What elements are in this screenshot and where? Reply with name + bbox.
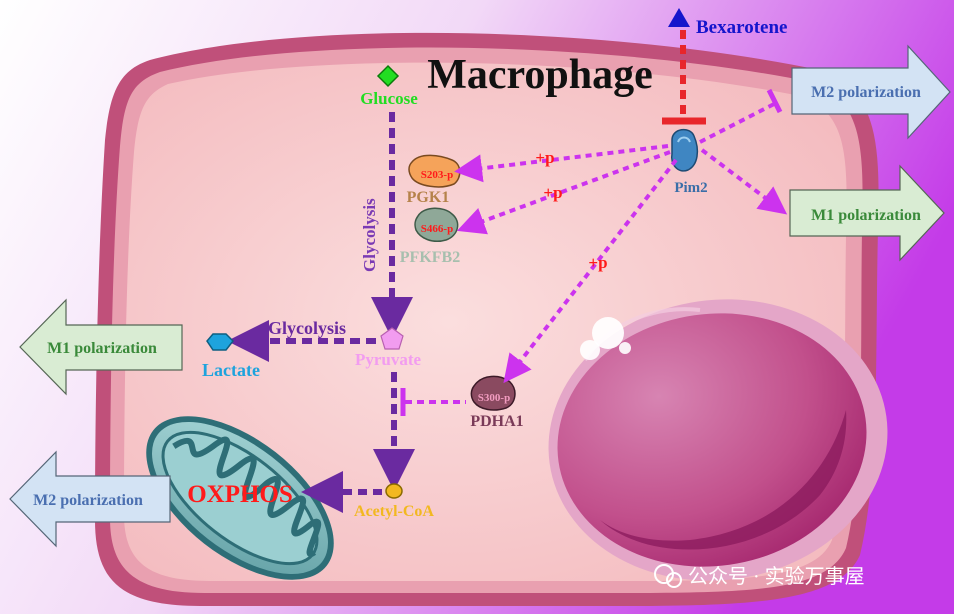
phospho-mark-pfkfb2: +p: [543, 183, 562, 202]
pim2-to-pgk1-arrow: [454, 144, 669, 183]
pim2-to-pfkfb2-arrow: [456, 150, 671, 235]
m1-label-right: M1 polarization: [811, 207, 921, 224]
m2-label-top-right: M2 polarization: [811, 84, 921, 101]
pdha1-node: S300-p PDHA1: [470, 375, 524, 430]
bexarotene-triangle-icon: [668, 8, 690, 27]
pfkfb2-node: S466-p PFKFB2: [400, 207, 460, 266]
m1-polarization-arrow-left: M1 polarization: [19, 298, 183, 396]
oxphos-label: OXPHOS: [187, 481, 293, 508]
m2-label-left: M2 polarization: [33, 492, 143, 509]
glycolysis-vertical-label: Glycolysis: [360, 198, 379, 272]
pim2-to-m2-inhibition-line: [699, 101, 777, 144]
bexarotene-node: Bexarotene: [668, 8, 787, 38]
acetyl-coa-circle-icon: [385, 483, 403, 499]
nucleolus-bubbles: [580, 317, 631, 360]
pim2-node: Pim2: [670, 128, 708, 196]
pyruvate-node: Pyruvate: [355, 327, 422, 369]
diagram-title: Macrophage: [427, 52, 653, 98]
lactate-node: Lactate: [202, 333, 260, 380]
pyruvate-label: Pyruvate: [355, 350, 422, 369]
pim2-to-pdha1-arrow: [503, 158, 678, 384]
phospho-mark-pdha1: +p: [588, 253, 607, 272]
m1-polarization-arrow-right: M1 polarization: [789, 164, 945, 262]
lactate-label: Lactate: [202, 360, 260, 380]
acetyl-coa-node: Acetyl-CoA: [354, 483, 434, 520]
pdha1-site: S300-p: [478, 392, 510, 404]
m2-polarization-arrow-top-right: M2 polarization: [791, 44, 951, 140]
phospho-mark-pgk1: +p: [535, 148, 554, 167]
pfkfb2-label: PFKFB2: [400, 249, 460, 266]
watermark: 公众号 · 实验万事屋: [654, 564, 865, 588]
nucleus: [548, 299, 888, 581]
glucose-node: Glucose: [360, 64, 418, 108]
pgk1-label: PGK1: [407, 189, 450, 206]
m2-polarization-arrow-left: M2 polarization: [9, 450, 171, 548]
pim2-to-m1-arrow: [700, 148, 788, 215]
glucose-diamond-icon: [376, 64, 400, 88]
pim2-label: Pim2: [674, 180, 707, 196]
watermark-text: 公众号 · 实验万事屋: [688, 565, 865, 588]
glucose-label: Glucose: [360, 89, 418, 108]
pgk1-site: S203-p: [421, 169, 453, 181]
m1-label-left: M1 polarization: [47, 340, 157, 357]
bexarotene-label: Bexarotene: [696, 17, 787, 38]
glycolysis-horizontal-label: Glycolysis: [268, 318, 346, 338]
mitochondrion: [146, 416, 334, 580]
pyruvate-pentagon-icon: [380, 327, 404, 350]
pdha1-label: PDHA1: [470, 413, 523, 430]
acetyl-coa-label: Acetyl-CoA: [354, 503, 434, 520]
pgk1-node: S203-p PGK1: [407, 154, 461, 206]
lactate-hexagon-icon: [206, 333, 234, 351]
pim2-to-m2-inhibition-bar: [766, 88, 783, 114]
pfkfb2-site: S466-p: [421, 223, 453, 235]
